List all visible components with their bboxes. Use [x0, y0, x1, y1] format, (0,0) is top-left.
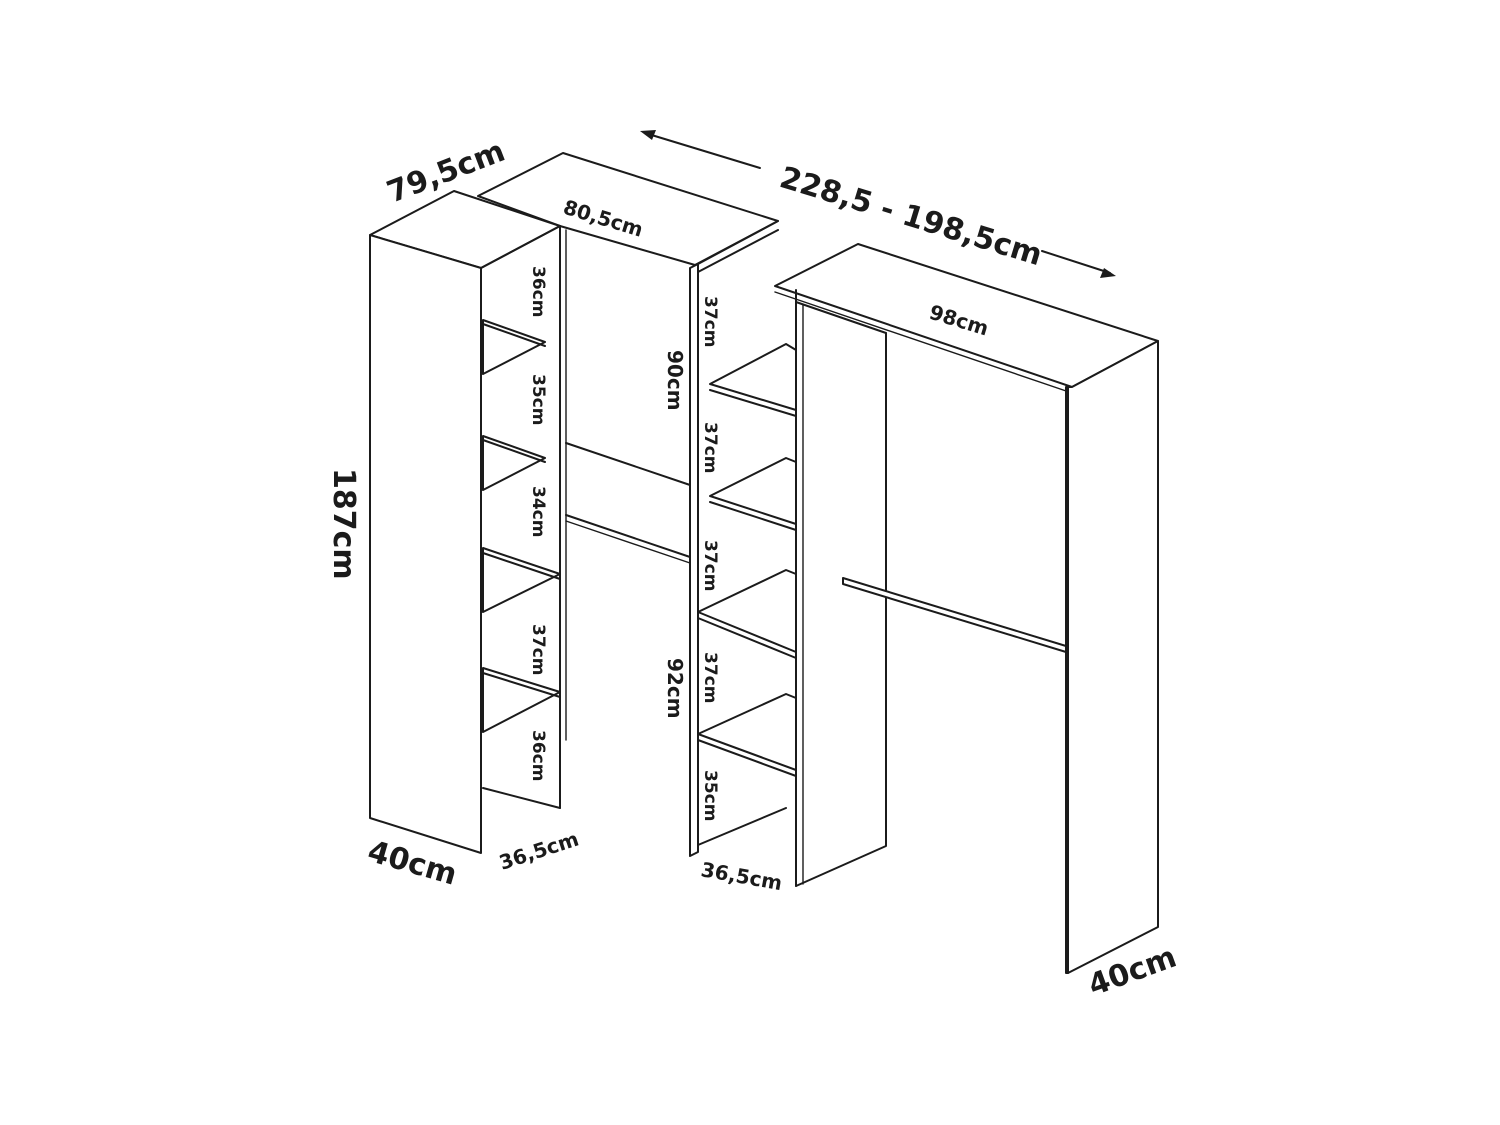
middle-shelf-depth-label: 36,5cm: [699, 857, 784, 895]
middle-divider-panel: [689, 263, 699, 857]
middle-shelf-height-2: 37cm: [700, 422, 720, 473]
middle-shelf-column: [689, 220, 887, 887]
top-board-middle: [477, 152, 779, 266]
middle-shelves: [697, 343, 797, 777]
left-shelf-column: [369, 225, 567, 854]
left-shelf-height-4: 37cm: [528, 624, 548, 675]
width-arrows: [640, 130, 1116, 278]
arrow-left-head: [640, 130, 656, 140]
arrow-right-head: [1100, 268, 1116, 278]
right-hanging-section: [842, 332, 1159, 974]
left-side-panel: [369, 234, 482, 854]
middle-shelf-height-1: 37cm: [700, 296, 720, 347]
left-hanging-section: [565, 442, 691, 564]
left-shelf-height-1: 36cm: [528, 266, 548, 317]
left-shelf-height-3: 34cm: [528, 486, 548, 537]
left-shelves: [482, 319, 561, 733]
left-shelf-depth-label: 36,5cm: [496, 827, 581, 875]
arrow-left-line: [644, 132, 761, 169]
arrow-right-line: [1041, 250, 1111, 274]
left-shelf-height-5: 36cm: [528, 730, 548, 781]
upper-hanging-height-label: 90cm: [663, 350, 687, 411]
right-side-panel: [1065, 340, 1159, 974]
left-shelf-height-2: 35cm: [528, 374, 548, 425]
right-inner-side-panel: [795, 301, 887, 887]
height-label: 187cm: [326, 468, 361, 580]
total-width-label: 228,5 - 198,5cm: [776, 160, 1047, 273]
middle-shelf-height-3: 37cm: [700, 540, 720, 591]
lower-hanging-height-label: 92cm: [663, 658, 687, 719]
middle-shelf-height-5: 35cm: [700, 770, 720, 821]
middle-shelf-height-4: 37cm: [700, 652, 720, 703]
